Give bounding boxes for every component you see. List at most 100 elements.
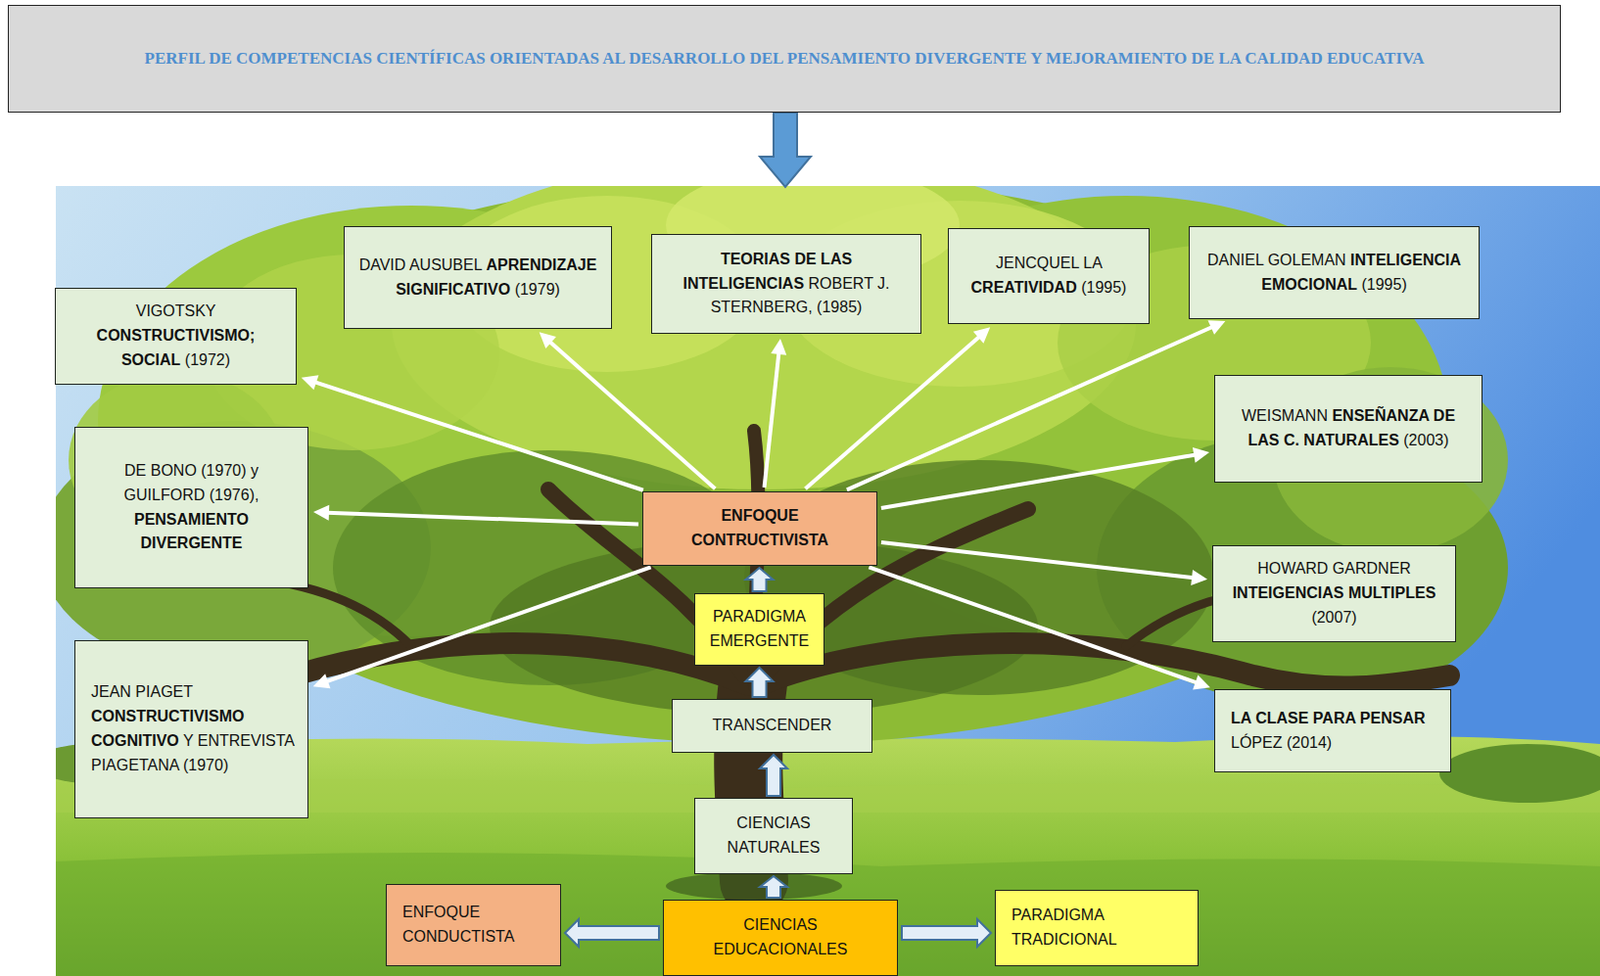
box-label: ENFOQUE CONDUCTISTA xyxy=(402,903,515,945)
box-text: JEAN PIAGET CONSTRUCTIVISMO COGNITIVO Y … xyxy=(91,680,296,778)
box-heading: CONSTRUCTIVISMO; SOCIAL xyxy=(96,327,256,369)
concept-box: JEAN PIAGET CONSTRUCTIVISMO COGNITIVO Y … xyxy=(74,640,309,819)
arrow-head xyxy=(1208,320,1226,335)
concept-box: ENFOQUE CONTRUCTIVISTA xyxy=(642,491,878,566)
box-text: PARADIGMA TRADICIONAL xyxy=(1011,903,1186,953)
box-label: VIGOTSKY xyxy=(136,302,217,320)
arrow-head xyxy=(1192,674,1211,690)
concept-box: PARADIGMA TRADICIONAL xyxy=(994,890,1199,967)
concept-box: HOWARD GARDNER INTEIGENCIAS MULTIPLES (2… xyxy=(1212,545,1457,643)
box-label: (1995) xyxy=(1081,279,1127,296)
connector-arrow xyxy=(881,542,1208,586)
connector-arrow xyxy=(759,754,788,797)
concept-box: DAVID AUSUBEL APRENDIZAJE SIGNIFICATIVO … xyxy=(343,226,612,330)
tree-photo xyxy=(55,186,1600,976)
concept-box: LA CLASE PARA PENSAR LÓPEZ (2014) xyxy=(1214,689,1452,773)
concept-box: TEORIAS DE LAS INTELIGENCIAS ROBERT J. S… xyxy=(651,234,922,334)
arrow-head xyxy=(1190,569,1208,586)
arrow-head xyxy=(539,331,557,349)
concept-box: PARADIGMA EMERGENTE xyxy=(694,593,825,666)
box-label: DE BONO (1970) y GUILFORD (1976), xyxy=(124,462,260,504)
connector-arrow xyxy=(313,566,652,689)
box-label: CIENCIAS NATURALES xyxy=(727,814,821,856)
box-label: DANIEL GOLEMAN xyxy=(1207,251,1347,269)
box-text: JENCQUEL LA CREATIVIDAD (1995) xyxy=(960,251,1137,301)
box-heading: ENFOQUE CONTRUCTIVISTA xyxy=(691,507,829,549)
box-label: JEAN PIAGET xyxy=(91,683,193,701)
connector-arrow xyxy=(746,667,774,698)
concept-box: JENCQUEL LA CREATIVIDAD (1995) xyxy=(947,228,1150,325)
box-text: DE BONO (1970) y GUILFORD (1976), PENSAM… xyxy=(87,459,296,557)
box-label: (2007) xyxy=(1311,609,1357,626)
box-label: WEISMANN xyxy=(1241,407,1328,424)
connector-arrow xyxy=(804,327,990,489)
box-label: (1972) xyxy=(185,351,231,369)
box-label: PARADIGMA EMERGENTE xyxy=(709,608,809,650)
connector-arrow xyxy=(868,566,1210,690)
block-arrow xyxy=(746,667,774,698)
block-arrow xyxy=(759,876,788,898)
title: PERFIL DE COMPETENCIAS CIENTÍFICAS ORIEN… xyxy=(144,47,1425,71)
box-text: LA CLASE PARA PENSAR LÓPEZ (2014) xyxy=(1230,706,1439,756)
connector-arrow xyxy=(539,331,716,489)
arrow-line xyxy=(881,542,1194,578)
connector-arrow xyxy=(881,447,1210,509)
arrow-head xyxy=(313,505,330,521)
box-text: TRANSCENDER xyxy=(684,713,860,739)
concept-box: VIGOTSKY CONSTRUCTIVISMO; SOCIAL (1972) xyxy=(54,287,297,385)
concept-box: CIENCIAS EDUCACIONALES xyxy=(662,899,898,976)
block-arrow xyxy=(759,754,788,797)
block-arrow xyxy=(564,919,659,947)
arrow-head xyxy=(973,327,990,344)
box-heading: CREATIVIDAD xyxy=(971,279,1078,296)
box-heading: INTEIGENCIAS MULTIPLES xyxy=(1232,584,1437,602)
box-text: WEISMANN ENSEÑANZA DE LAS C. NATURALES (… xyxy=(1226,404,1470,454)
box-label: LÓPEZ (2014) xyxy=(1230,734,1332,752)
arrow-line xyxy=(314,381,644,491)
concept-box: ENFOQUE CONDUCTISTA xyxy=(385,884,562,967)
arrow-head xyxy=(770,338,787,356)
connector-arrow xyxy=(564,919,659,947)
arrow-head xyxy=(1192,447,1210,464)
box-text: CIENCIAS EDUCACIONALES xyxy=(675,913,886,963)
box-text: ENFOQUE CONDUCTISTA xyxy=(402,900,549,950)
block-arrow xyxy=(901,919,991,947)
box-text: CIENCIAS NATURALES xyxy=(706,811,841,861)
connector-arrow xyxy=(759,876,788,898)
box-label: JENCQUEL LA xyxy=(995,254,1102,272)
arrow-line xyxy=(847,327,1214,491)
connector-arrow xyxy=(746,567,774,592)
block-arrow xyxy=(746,567,774,592)
box-label: TRANSCENDER xyxy=(712,716,833,734)
arrow-head xyxy=(301,375,320,390)
box-text: DANIEL GOLEMAN INTELIGENCIA EMOCIONAL (1… xyxy=(1201,248,1467,298)
box-label: (1979) xyxy=(515,281,561,298)
box-text: TEORIAS DE LAS INTELIGENCIAS ROBERT J. S… xyxy=(663,247,909,321)
arrow-line xyxy=(327,513,639,525)
box-text: PARADIGMA EMERGENTE xyxy=(706,605,812,655)
concept-box: DANIEL GOLEMAN INTELIGENCIA EMOCIONAL (1… xyxy=(1188,226,1480,320)
box-text: VIGOTSKY CONSTRUCTIVISMO; SOCIAL (1972) xyxy=(67,299,284,373)
concept-box: TRANSCENDER xyxy=(671,699,873,753)
connector-arrow xyxy=(301,375,644,491)
connector-arrow xyxy=(764,338,788,488)
box-text: HOWARD GARDNER INTEIGENCIAS MULTIPLES (2… xyxy=(1224,557,1444,630)
arrow-line xyxy=(326,566,652,682)
arrow-line xyxy=(868,566,1197,683)
arrow-line xyxy=(804,336,980,490)
box-heading: PENSAMIENTO DIVERGENTE xyxy=(134,511,249,553)
box-label: PARADIGMA TRADICIONAL xyxy=(1011,906,1118,948)
concept-box: WEISMANN ENSEÑANZA DE LAS C. NATURALES (… xyxy=(1214,375,1483,483)
concept-box: DE BONO (1970) y GUILFORD (1976), PENSAM… xyxy=(74,426,309,589)
box-label: HOWARD GARDNER xyxy=(1257,560,1412,577)
box-label: (2003) xyxy=(1403,431,1449,449)
arrow-line xyxy=(549,341,715,490)
concept-box: CIENCIAS NATURALES xyxy=(694,798,853,875)
connector-arrow xyxy=(901,919,991,947)
box-text: DAVID AUSUBEL APRENDIZAJE SIGNIFICATIVO … xyxy=(356,253,600,303)
arrow-line xyxy=(881,454,1196,509)
box-label: (1995) xyxy=(1361,276,1407,293)
connector-arrow xyxy=(847,320,1226,490)
box-label: CIENCIAS EDUCACIONALES xyxy=(713,916,848,958)
box-text: ENFOQUE CONTRUCTIVISTA xyxy=(655,504,865,554)
